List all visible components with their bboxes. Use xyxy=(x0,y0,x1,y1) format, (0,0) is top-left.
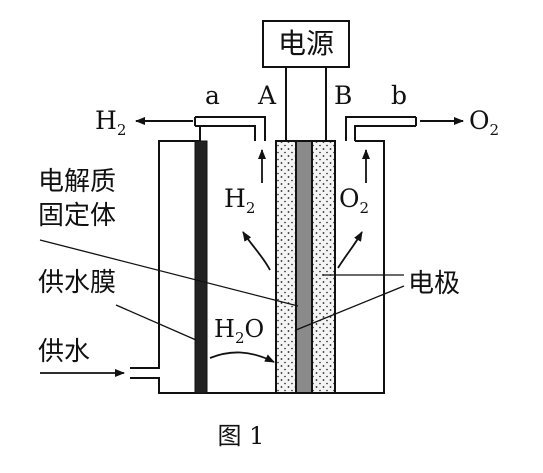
water-curve-arrow xyxy=(209,351,275,363)
label-b: b xyxy=(391,81,407,110)
water-label: H2O xyxy=(214,315,264,347)
h2-outlet-label: H2 xyxy=(95,106,126,139)
center-electrode xyxy=(295,140,313,394)
water-supply-membrane xyxy=(194,140,208,394)
h2-curve-arrow xyxy=(242,231,271,271)
power-label: 电源 xyxy=(278,27,334,60)
label-A: A xyxy=(257,81,277,110)
electrolyte-label-line2: 固定体 xyxy=(38,201,116,231)
cell-container xyxy=(130,116,417,394)
power-source: 电源 xyxy=(262,20,350,141)
label-a: a xyxy=(205,81,220,110)
figure-caption: 图 1 xyxy=(218,422,265,450)
membrane-leader xyxy=(115,304,197,341)
membrane-label: 供水膜 xyxy=(38,268,116,298)
electrolyte-label-line1: 电解质 xyxy=(38,167,116,197)
label-B: B xyxy=(334,81,352,110)
h2-inner-label: H2 xyxy=(224,184,255,217)
o2-inner-label: O2 xyxy=(339,184,369,217)
water-supply-label: 供水 xyxy=(38,337,90,367)
electrode-label: 电极 xyxy=(408,269,460,299)
electrode-leader-2 xyxy=(295,285,405,331)
electrolyte-leader xyxy=(39,239,299,307)
o2-outlet-label: O2 xyxy=(469,106,499,139)
o2-curve-arrow xyxy=(337,231,363,269)
electrolyte-stack xyxy=(275,140,336,394)
